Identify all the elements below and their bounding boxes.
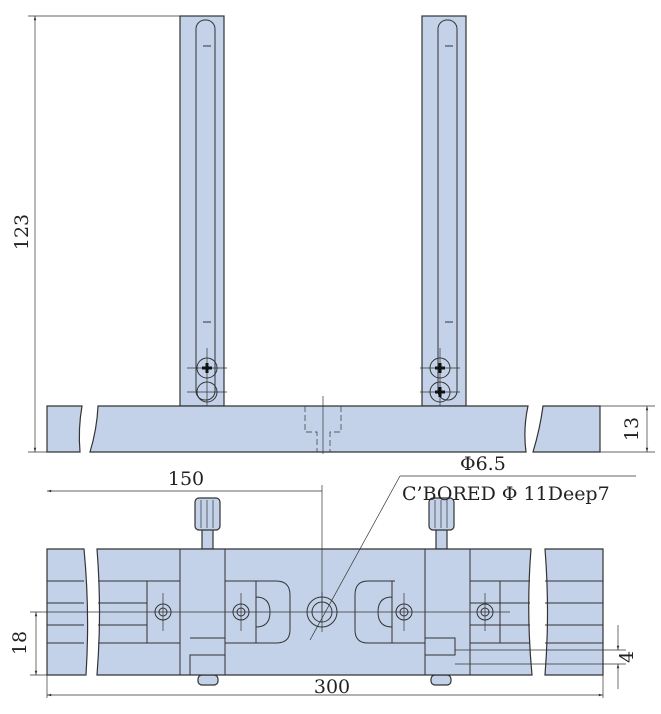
base-center-segment: [89, 405, 529, 453]
base-left-segment: [46, 405, 83, 453]
left-post: [179, 15, 225, 407]
counterbore-label: C’BORED Φ 11Deep7: [402, 483, 610, 505]
left-post-slot: [195, 19, 216, 401]
dim-4: 4: [616, 651, 638, 663]
base-right-segment: [532, 405, 601, 453]
post-screws: [187, 348, 460, 412]
right-post: [421, 15, 467, 407]
dim-123: 123: [11, 214, 33, 250]
right-post-slot: [437, 19, 458, 401]
dim-13: 13: [621, 417, 643, 441]
front-view: 123 13: [11, 15, 655, 454]
top-view: 150 Φ6.5 C’BORED Φ 11Deep7 18 300 4: [9, 453, 638, 698]
dim-18: 18: [9, 631, 31, 655]
hole-diameter-label: Φ6.5: [460, 453, 506, 475]
dim-150: 150: [168, 468, 204, 490]
dim-300: 300: [314, 676, 350, 698]
